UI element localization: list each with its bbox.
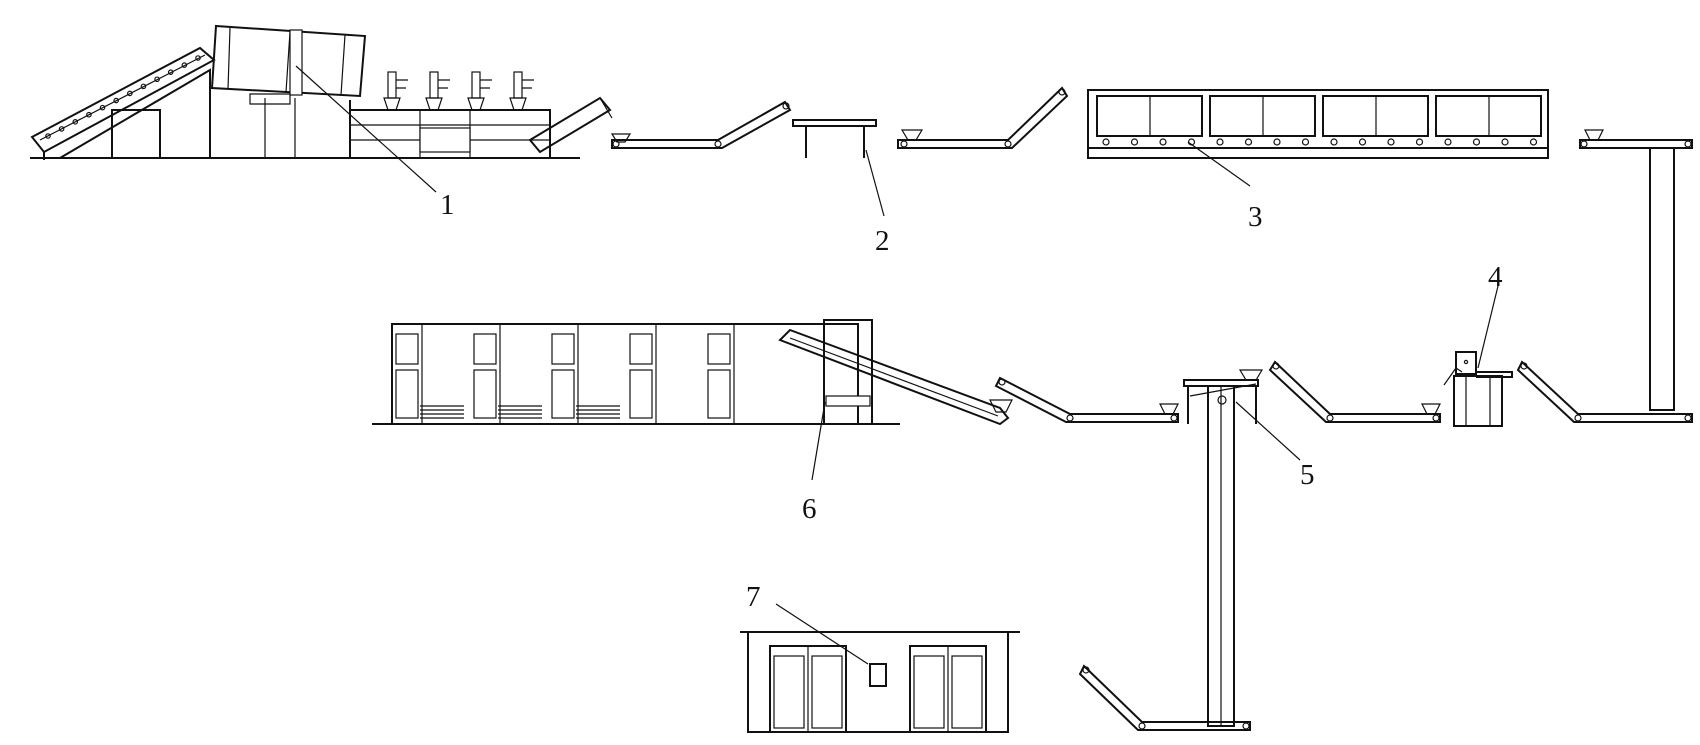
weighing-unit-4 <box>1443 351 1513 427</box>
callout-4: 4 <box>1488 261 1503 293</box>
packing-room-unit-7 <box>740 631 1020 733</box>
mesh-belt-unit-3 <box>1087 89 1549 159</box>
callout-1: 1 <box>440 189 455 221</box>
washing-machine-unit-1 <box>30 24 613 160</box>
callout-5: 5 <box>1300 459 1315 491</box>
callout-7: 7 <box>746 581 761 613</box>
conveyor-right-lower <box>1516 360 1693 423</box>
callout-2: 2 <box>875 225 890 257</box>
elevator-hopper-unit-5 <box>1183 369 1264 727</box>
sorting-table-unit-2 <box>792 119 877 158</box>
callout-6: 6 <box>802 493 817 525</box>
conveyor-5-4 <box>1268 360 1441 423</box>
conveyor-2-3 <box>897 86 1069 149</box>
callout-leaders <box>295 65 1499 665</box>
callout-3: 3 <box>1248 201 1263 233</box>
conveyor-6-5 <box>994 376 1179 423</box>
conveyor-bottom <box>1078 664 1251 731</box>
tunnel-dryer-unit-6 <box>372 319 1013 426</box>
bucket-elevator-right <box>1579 129 1693 411</box>
conveyor-1-2 <box>610 100 792 149</box>
